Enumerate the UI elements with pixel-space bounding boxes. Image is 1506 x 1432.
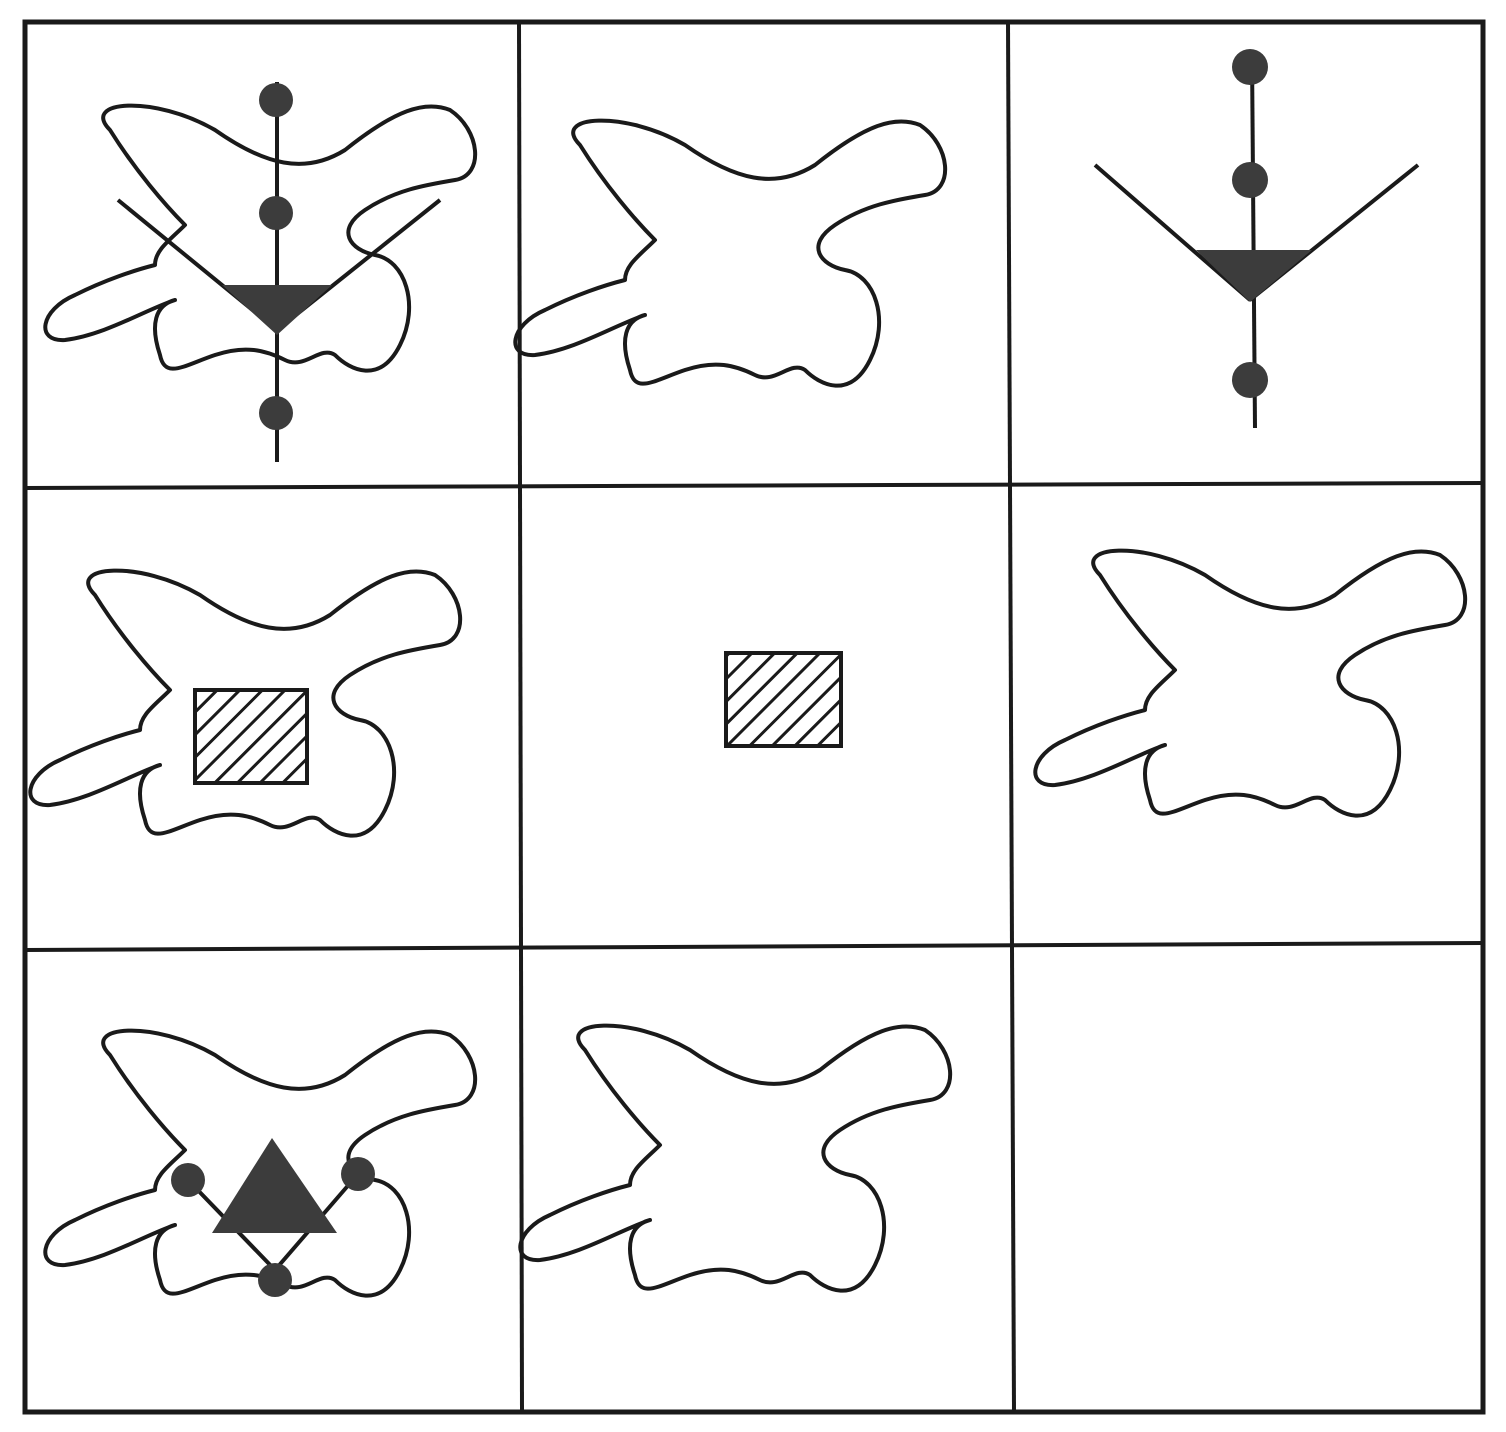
grid-line-vertical-1 xyxy=(517,21,524,1413)
inverted-triangle xyxy=(1196,250,1312,302)
cell-r2c1 xyxy=(28,568,463,838)
blob-outline xyxy=(1033,548,1468,818)
grid-outer-frame xyxy=(22,19,1486,1415)
circle-bottom xyxy=(258,1263,292,1297)
grid-line-vertical-2 xyxy=(1006,21,1016,1413)
cell-r2c3 xyxy=(1033,548,1468,818)
hatched-square xyxy=(193,688,309,785)
blob-outline xyxy=(43,103,478,373)
circle-left xyxy=(171,1163,205,1197)
circle-bottom xyxy=(1232,362,1268,398)
cell-r1c3 xyxy=(1093,49,1420,429)
circle-right xyxy=(341,1157,375,1191)
cell-r2c2 xyxy=(724,651,843,748)
circle-top xyxy=(259,83,293,117)
circle-middle xyxy=(259,196,293,230)
blob-outline xyxy=(518,1023,953,1293)
hatched-square xyxy=(724,651,843,748)
cell-r3c2 xyxy=(518,1023,953,1293)
grid-line-horizontal-1 xyxy=(24,481,1484,490)
cell-r1c2 xyxy=(513,118,948,388)
circle-bottom xyxy=(259,396,293,430)
branch-symbol xyxy=(116,82,442,462)
inverted-triangle xyxy=(222,285,332,335)
grid-line-horizontal-2 xyxy=(24,941,1484,952)
solid-triangle xyxy=(212,1138,337,1233)
blob-outline xyxy=(513,118,948,388)
cell-r1c1 xyxy=(43,82,478,462)
cell-r3c1 xyxy=(43,1028,478,1298)
branch-symbol xyxy=(1093,49,1420,429)
circle-top xyxy=(1232,49,1268,85)
left-arm-line xyxy=(1093,163,1252,302)
circle-middle xyxy=(1232,162,1268,198)
triangle-circles-symbol xyxy=(171,1138,375,1297)
